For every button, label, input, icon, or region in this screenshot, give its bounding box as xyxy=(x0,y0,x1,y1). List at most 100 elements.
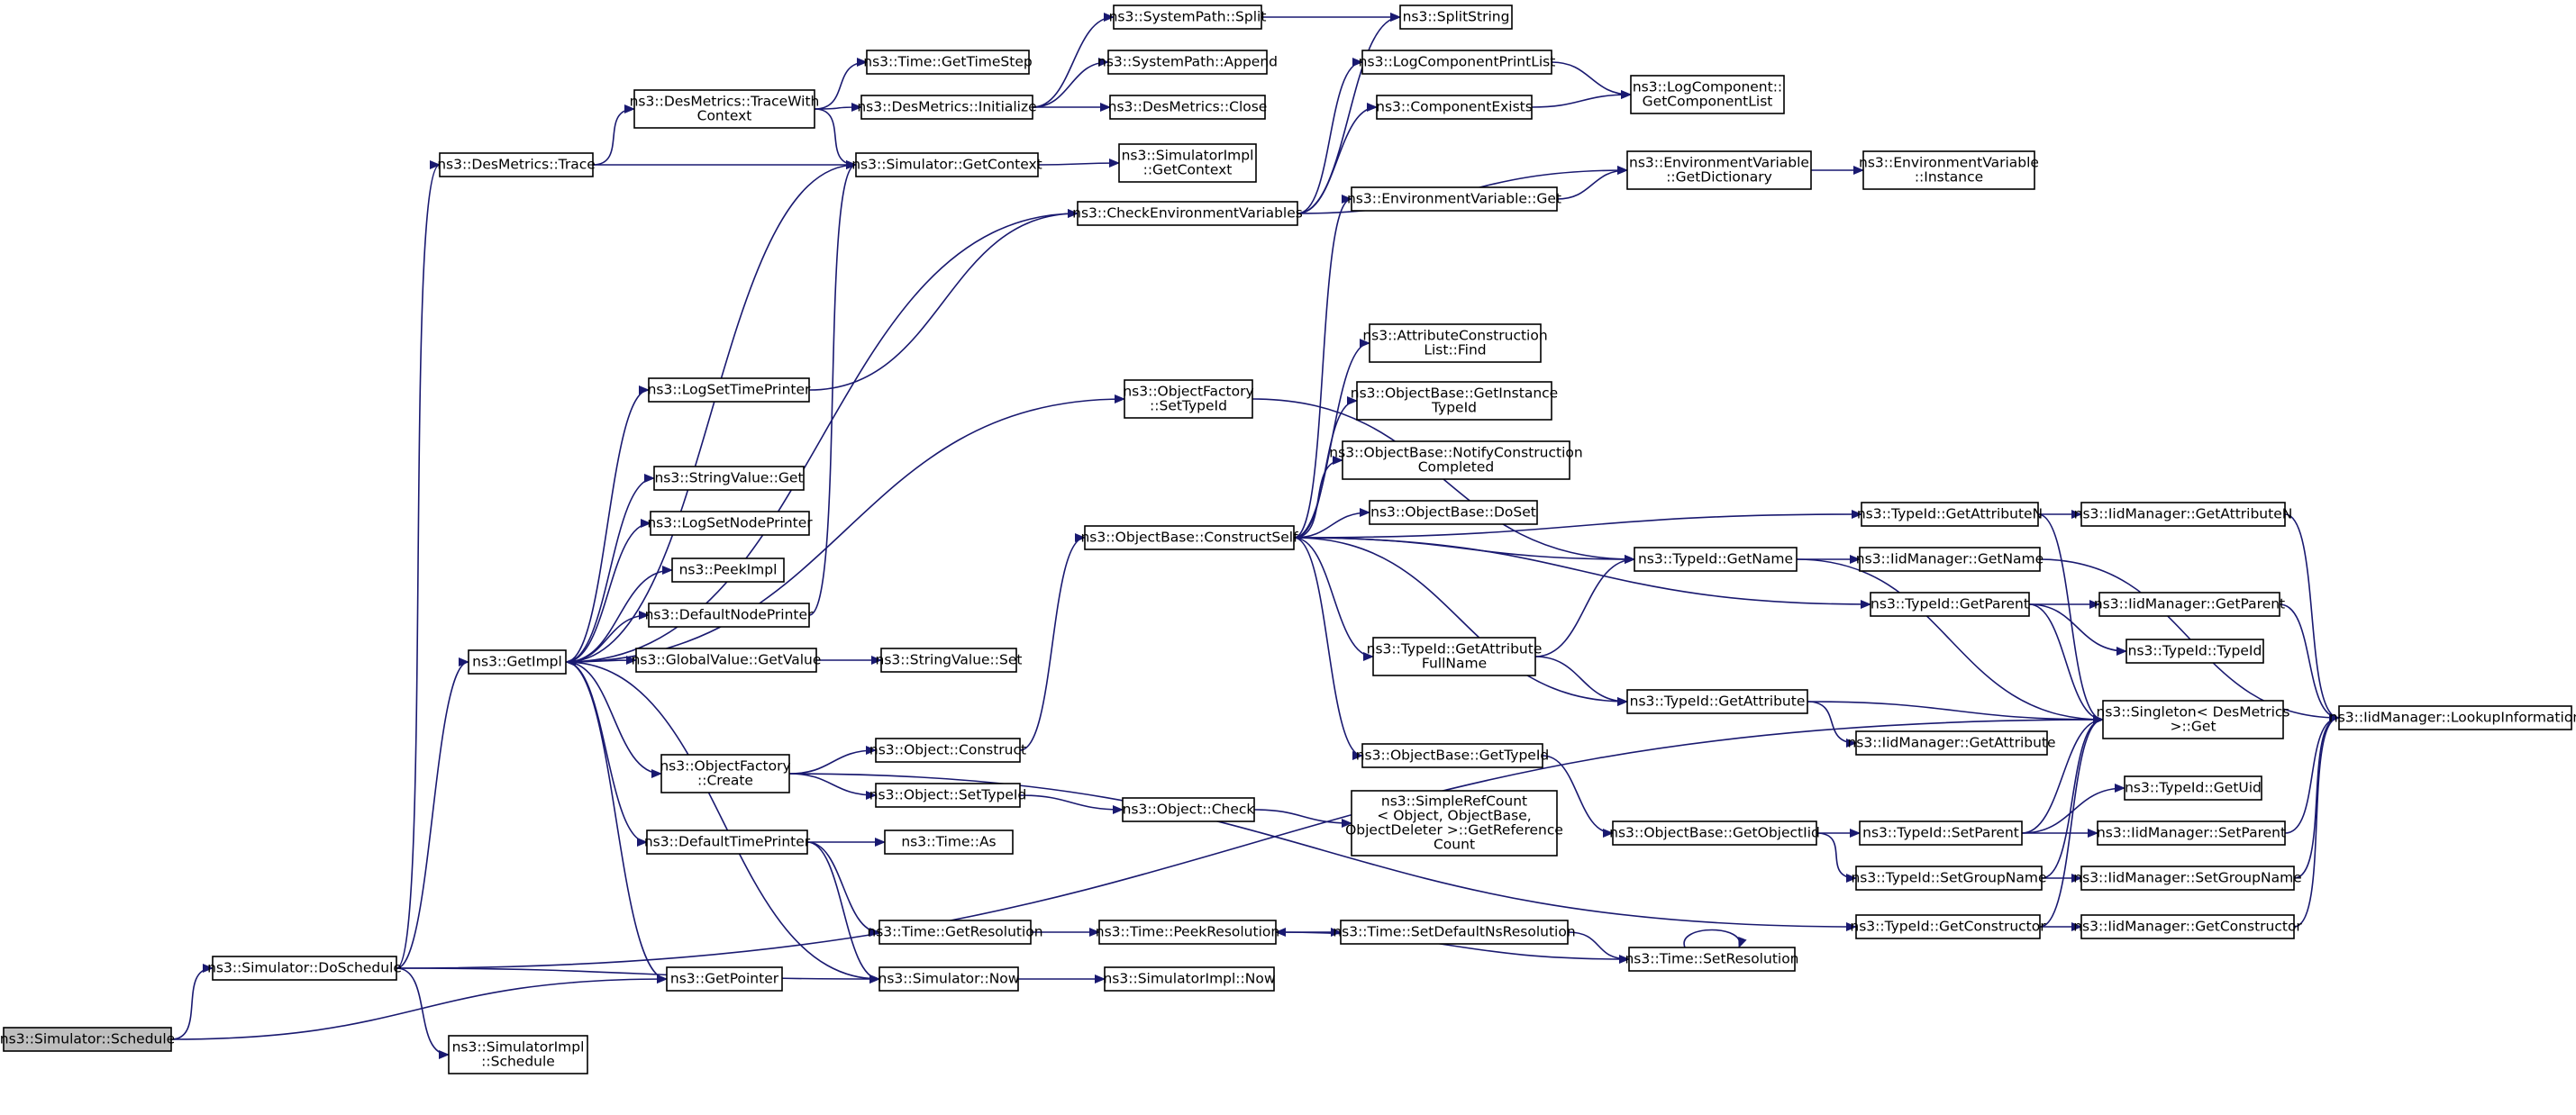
node-objectbase-constructself[interactable]: ns3::ObjectBase::ConstructSelf xyxy=(1080,525,1298,550)
node-logsettimeprinter[interactable]: ns3::LogSetTimePrinter xyxy=(648,377,811,403)
node-object-settypeid[interactable]: ns3::Object::SetTypeId xyxy=(869,783,1027,808)
node-iidmanager-getconstructor[interactable]: ns3::IidManager::GetConstructor xyxy=(2073,914,2302,939)
node-box xyxy=(1855,730,2048,756)
edge-doschedule-to-singleton-desmetrics-get xyxy=(396,715,2104,969)
edge-desm-initialize-to-systempath-append xyxy=(1032,58,1109,108)
node-systempath-split[interactable]: ns3::SystemPath::Split xyxy=(1109,5,1267,30)
edge-object-construct-to-objectbase-constructself xyxy=(1019,533,1086,751)
node-stringvalue-set[interactable]: ns3::StringValue::Set xyxy=(876,648,1023,673)
edge-objectbase-gettypeid-to-objectbase-getobjectiid xyxy=(1542,755,1614,838)
node-box xyxy=(1862,150,2035,190)
node-envvar-getdictionary[interactable]: ns3::EnvironmentVariable::GetDictionary xyxy=(1626,150,1812,190)
node-singleton-desmetrics-get[interactable]: ns3::Singleton< DesMetrics>::Get xyxy=(2097,700,2290,739)
node-object-check[interactable]: ns3::Object::Check xyxy=(1122,797,1255,822)
node-objectbase-notifyconstruction[interactable]: ns3::ObjectBase::NotifyConstructionCompl… xyxy=(1329,440,1583,480)
node-typeid-setgroupname[interactable]: ns3::TypeId::SetGroupName xyxy=(1851,866,2047,891)
node-componentexists[interactable]: ns3::ComponentExists xyxy=(1376,95,1533,120)
node-box xyxy=(2102,700,2284,739)
node-typeid-getname[interactable]: ns3::TypeId::GetName xyxy=(1634,547,1798,572)
node-box xyxy=(1855,866,2043,891)
node-typeid-getconstructor[interactable]: ns3::TypeId::GetConstructor xyxy=(1850,914,2046,939)
node-logcomponent-getcomponentlist[interactable]: ns3::LogComponent::GetComponentList xyxy=(1630,75,1785,114)
node-label-line: ::Schedule xyxy=(481,1054,555,1070)
node-label-line: ns3::IidManager::GetName xyxy=(1856,551,2044,567)
node-logcomponentprintlist[interactable]: ns3::LogComponentPrintList xyxy=(1359,50,1556,75)
node-typeid-getattributen[interactable]: ns3::TypeId::GetAttributeN xyxy=(1857,502,2043,527)
node-iidmanager-lookupinformation[interactable]: ns3::IidManager::LookupInformation xyxy=(2329,705,2576,730)
node-doschedule[interactable]: ns3::Simulator::DoSchedule xyxy=(207,956,402,981)
node-sim-getcontext[interactable]: ns3::Simulator::GetContext xyxy=(851,152,1042,177)
node-iidmanager-getname[interactable]: ns3::IidManager::GetName xyxy=(1856,547,2044,572)
node-label-line: ns3::IidManager::SetParent xyxy=(2097,825,2286,841)
edge-getimpl-to-sim-now xyxy=(565,661,880,984)
node-box xyxy=(671,558,785,583)
edge-objectbase-constructself-to-objectbase-getinstancetypeid xyxy=(1293,396,1358,539)
edge-checkenvvars-to-componentexists xyxy=(1297,103,1378,214)
node-box xyxy=(660,754,790,793)
node-simimpl-now[interactable]: ns3::SimulatorImpl::Now xyxy=(1103,966,1276,992)
node-envvar-get[interactable]: ns3::EnvironmentVariable::Get xyxy=(1347,186,1561,212)
node-envvar-instance[interactable]: ns3::EnvironmentVariable::Instance xyxy=(1859,150,2039,190)
node-label-line: ns3::IidManager::GetAttributeN xyxy=(2074,506,2293,522)
node-objectfactory-create[interactable]: ns3::ObjectFactory::Create xyxy=(660,754,791,793)
node-label-line: ns3::TypeId::GetConstructor xyxy=(1850,919,2046,935)
node-label-line: ns3::Time::SetDefaultNsResolution xyxy=(1333,924,1575,940)
node-box xyxy=(2124,775,2262,801)
edge-object-settypeid-to-object-check xyxy=(1019,794,1124,814)
node-trace[interactable]: ns3::DesMetrics::Trace xyxy=(437,152,596,177)
node-objectfactory-settypeid[interactable]: ns3::ObjectFactory::SetTypeId xyxy=(1123,379,1254,419)
edge-objectbase-constructself-to-objectbase-notifyconstruction xyxy=(1293,456,1343,539)
node-globalvalue-getvalue[interactable]: ns3::GlobalValue::GetValue xyxy=(632,648,822,673)
node-iidmanager-setparent[interactable]: ns3::IidManager::SetParent xyxy=(2097,820,2286,846)
node-box xyxy=(1369,500,1538,525)
node-schedule[interactable]: ns3::Simulator::Schedule xyxy=(0,1027,175,1052)
node-objectbase-doset[interactable]: ns3::ObjectBase::DoSet xyxy=(1369,500,1538,525)
node-iidmanager-setgroupname[interactable]: ns3::IidManager::SetGroupName xyxy=(2073,866,2302,891)
node-systempath-append[interactable]: ns3::SystemPath::Append xyxy=(1097,50,1278,75)
node-time-setresolution[interactable]: ns3::Time::SetResolution xyxy=(1625,947,1799,972)
node-iidmanager-getparent[interactable]: ns3::IidManager::GetParent xyxy=(2094,592,2285,617)
node-typeid-getparent[interactable]: ns3::TypeId::GetParent xyxy=(1870,592,2030,617)
node-objectbase-getobjectiid[interactable]: ns3::ObjectBase::GetObjectIid xyxy=(1609,820,1820,846)
node-typeid-setparent[interactable]: ns3::TypeId::SetParent xyxy=(1859,820,2023,846)
node-label-line: ns3::ObjectFactory xyxy=(660,758,790,775)
node-simimpl-getcontext[interactable]: ns3::SimulatorImpl::GetContext xyxy=(1118,143,1257,183)
node-box xyxy=(2125,639,2264,664)
node-object-construct[interactable]: ns3::Object::Construct xyxy=(869,738,1026,763)
node-time-setdefaultnsresolution[interactable]: ns3::Time::SetDefaultNsResolution xyxy=(1333,920,1576,945)
node-desm-initialize[interactable]: ns3::DesMetrics::Initialize xyxy=(857,95,1037,120)
node-time-gettimestep[interactable]: ns3::Time::GetTimeStep xyxy=(863,50,1033,75)
node-sim-now[interactable]: ns3::Simulator::Now xyxy=(878,966,1020,992)
node-label-line: ns3::Simulator::DoSchedule xyxy=(207,960,402,976)
node-getpointer[interactable]: ns3::GetPointer xyxy=(666,966,783,992)
node-objectbase-gettypeid[interactable]: ns3::ObjectBase::GetTypeId xyxy=(1356,743,1550,768)
node-simplerefcount-getrefcount[interactable]: ns3::SimpleRefCount< Object, ObjectBase,… xyxy=(1345,790,1563,857)
node-simimpl-schedule[interactable]: ns3::SimulatorImpl::Schedule xyxy=(448,1035,588,1074)
node-label-line: ns3::TypeId::TypeId xyxy=(2128,643,2262,659)
node-iidmanager-getattributen[interactable]: ns3::IidManager::GetAttributeN xyxy=(2074,502,2293,527)
node-box xyxy=(1372,637,1536,676)
node-checkenvvars[interactable]: ns3::CheckEnvironmentVariables xyxy=(1072,201,1303,226)
node-box xyxy=(1342,440,1570,480)
node-defaulttimeprinter[interactable]: ns3::DefaultTimePrinter xyxy=(644,829,811,855)
node-defaultnodeprinter[interactable]: ns3::DefaultNodePrinter xyxy=(645,603,814,628)
node-typeid-getuid[interactable]: ns3::TypeId::GetUid xyxy=(2124,775,2262,801)
node-splitstring[interactable]: ns3::SplitString xyxy=(1399,5,1513,30)
node-label-line: ns3::SimulatorImpl xyxy=(452,1039,585,1056)
node-getimpl[interactable]: ns3::GetImpl xyxy=(468,649,567,675)
node-typeid-getattribute[interactable]: ns3::TypeId::GetAttribute xyxy=(1626,689,1808,714)
node-time-peekresolution[interactable]: ns3::Time::PeekResolution xyxy=(1096,920,1279,945)
node-logsetnodeprinter[interactable]: ns3::LogSetNodePrinter xyxy=(647,511,813,536)
node-time-getresolution[interactable]: ns3::Time::GetResolution xyxy=(867,920,1043,945)
node-iidmanager-getattribute[interactable]: ns3::IidManager::GetAttribute xyxy=(1847,730,2056,756)
node-label-line: ns3::DesMetrics::Close xyxy=(1108,99,1268,115)
node-typeid-typeid[interactable]: ns3::TypeId::TypeId xyxy=(2125,639,2264,664)
node-time-as[interactable]: ns3::Time::As xyxy=(884,829,1014,855)
node-stringvalue-get[interactable]: ns3::StringValue::Get xyxy=(653,466,805,491)
node-desm-close[interactable]: ns3::DesMetrics::Close xyxy=(1108,95,1268,120)
node-peekimpl[interactable]: ns3::PeekImpl xyxy=(671,558,785,583)
